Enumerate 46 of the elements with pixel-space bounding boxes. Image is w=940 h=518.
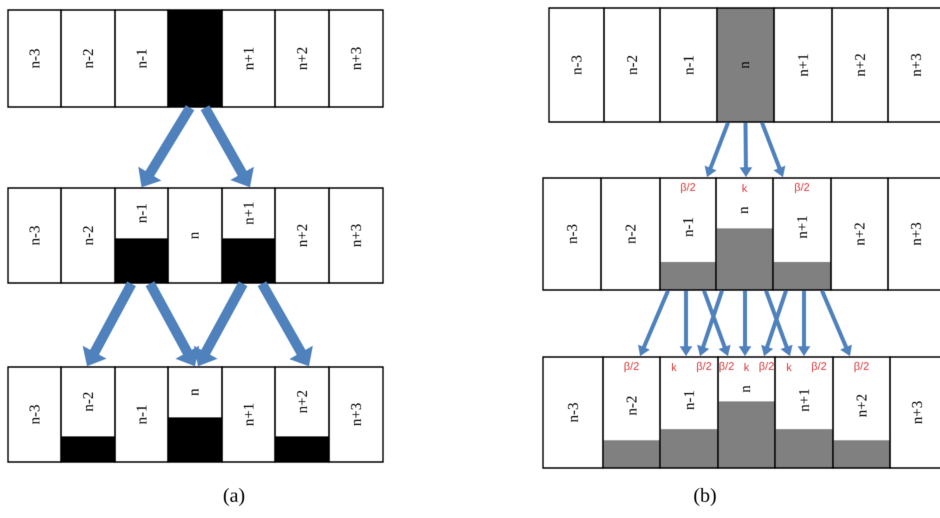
cell: n+3 xyxy=(889,356,940,469)
cell: n-2 xyxy=(60,366,116,463)
panel-label: (b) xyxy=(694,488,716,506)
cell: n-3 xyxy=(7,187,62,284)
cell: n-2 xyxy=(603,7,661,123)
cell: n-3 xyxy=(542,356,604,469)
coefficient-label: β/2 xyxy=(681,182,696,194)
cell: n-2 xyxy=(60,187,116,284)
panel-label: (a) xyxy=(224,488,244,506)
cell: n-3 xyxy=(7,366,62,463)
cell: n xyxy=(167,187,223,284)
cell: n+1 xyxy=(221,187,276,284)
cell: n-3 xyxy=(548,7,605,123)
cell: n+2 xyxy=(274,366,330,463)
cell: n-3 xyxy=(542,177,602,291)
cell: n+2 xyxy=(830,177,889,291)
cell: n xyxy=(716,7,775,123)
cell: n-2 xyxy=(600,177,661,291)
cell: n-1 xyxy=(114,187,169,284)
cell: n+2 xyxy=(274,9,330,108)
coefficient-label: β/2 xyxy=(760,362,774,372)
cell xyxy=(167,9,223,108)
cell: n-1 xyxy=(114,366,169,463)
coefficient-label: k xyxy=(744,363,750,371)
cell: n-3 xyxy=(7,9,62,108)
cell: n+1 xyxy=(221,9,276,108)
cell: n+3 xyxy=(328,187,384,284)
cell: n-2 xyxy=(60,9,116,108)
cell: n+1 xyxy=(773,7,833,123)
coefficient-label: β/2 xyxy=(854,362,869,372)
cell: n+2 xyxy=(274,187,330,284)
cell: n+3 xyxy=(887,7,940,123)
cell: n+3 xyxy=(328,366,384,463)
cell: n+3 xyxy=(328,9,384,108)
coefficient-label: β/2 xyxy=(624,362,639,372)
cell: n+3 xyxy=(887,177,940,291)
coefficient-label: k xyxy=(672,363,677,371)
coefficient-label: k xyxy=(787,363,792,371)
cell: n+1 xyxy=(221,366,276,463)
coefficient-label: β/2 xyxy=(697,362,712,372)
cell: n+2 xyxy=(831,7,889,123)
coefficient-label: β/2 xyxy=(812,362,826,372)
cell: n xyxy=(167,366,223,463)
coefficient-label: k xyxy=(742,184,748,192)
coefficient-label: β/2 xyxy=(720,362,734,372)
coefficient-label: β/2 xyxy=(795,182,810,194)
